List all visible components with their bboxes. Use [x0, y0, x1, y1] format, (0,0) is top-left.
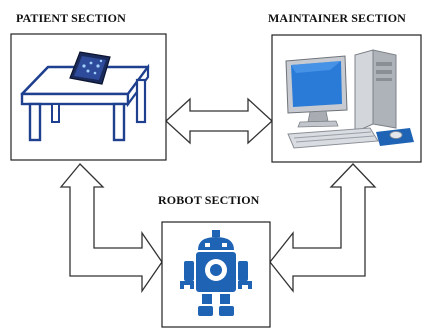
robot-icon — [180, 230, 252, 316]
patient-section-title: PATIENT SECTION — [16, 11, 126, 25]
patient-robot-arrow — [59, 163, 163, 294]
desktop-computer-icon — [285, 49, 414, 149]
maintainer-section-title: MAINTAINER SECTION — [268, 11, 406, 25]
robot-section-title: ROBOT SECTION — [158, 193, 260, 207]
maintainer-robot-arrow — [269, 163, 377, 293]
patient-maintainer-arrow — [165, 97, 273, 145]
tablet-on-table-icon — [20, 51, 150, 142]
